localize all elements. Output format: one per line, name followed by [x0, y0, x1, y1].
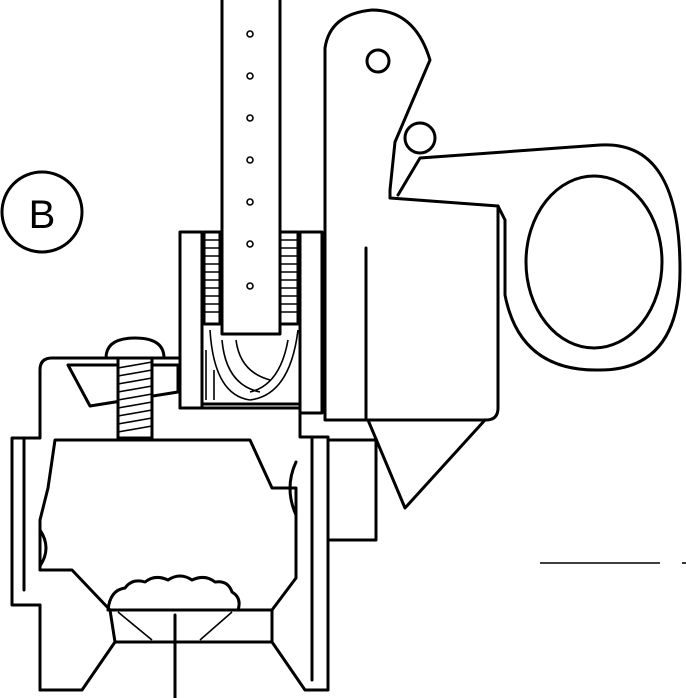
handle-loop [396, 143, 682, 372]
bolt [104, 336, 166, 440]
callout-circle [0, 170, 84, 254]
tool-jaw [323, 8, 500, 510]
base-rail [10, 356, 330, 692]
callout-label: B [29, 193, 56, 237]
pin [403, 121, 437, 155]
pivot-hole [365, 48, 391, 74]
vertical-bar [220, 0, 282, 336]
holder-block [178, 230, 324, 415]
side-block [326, 438, 378, 542]
callout-b: B [0, 170, 84, 254]
weld-bead [106, 574, 241, 698]
